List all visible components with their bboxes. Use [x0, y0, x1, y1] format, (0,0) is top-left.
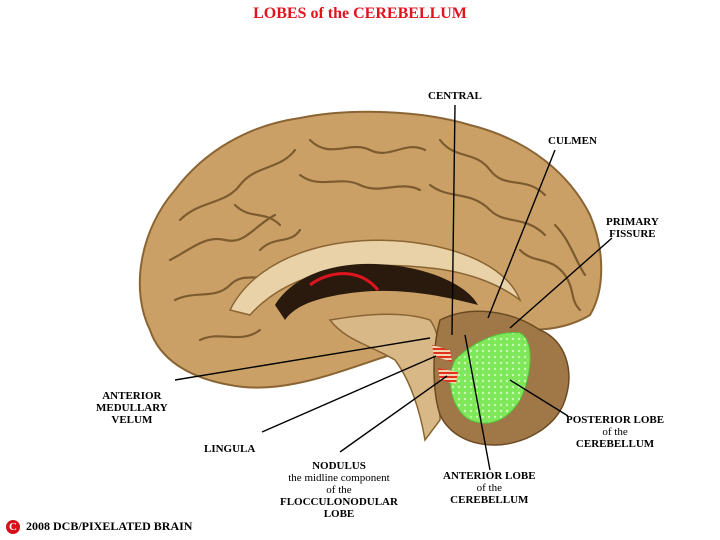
- label-culmen: CULMEN: [548, 135, 597, 147]
- copyright-text: 2008 DCB/PIXELATED BRAIN: [26, 519, 193, 533]
- nodulus-highlight: [438, 368, 458, 384]
- label-anterior-lobe: ANTERIOR LOBE of the CEREBELLUM: [443, 470, 536, 506]
- label-lingula: LINGULA: [204, 443, 256, 455]
- posterior-lobe-highlight: [449, 332, 531, 424]
- label-posterior-lobe: POSTERIOR LOBE of the CEREBELLUM: [566, 414, 665, 450]
- label-anterior-medullary-velum: ANTERIOR MEDULLARY VELUM: [96, 390, 168, 426]
- label-nodulus: NODULUS the midline component of the FLO…: [280, 460, 398, 520]
- copyright-icon: C: [6, 519, 20, 534]
- copyright-footer: C 2008 DCB/PIXELATED BRAIN: [6, 519, 192, 534]
- fornix-highlight: [309, 272, 380, 291]
- leader-lines: [174, 104, 613, 471]
- anterior-medullary-velum-highlight: [432, 345, 452, 362]
- label-central: CENTRAL: [428, 90, 482, 102]
- brainstem: [328, 313, 442, 442]
- page-title: LOBES of the CEREBELLUM: [253, 5, 467, 22]
- gyri-texture: [168, 138, 587, 342]
